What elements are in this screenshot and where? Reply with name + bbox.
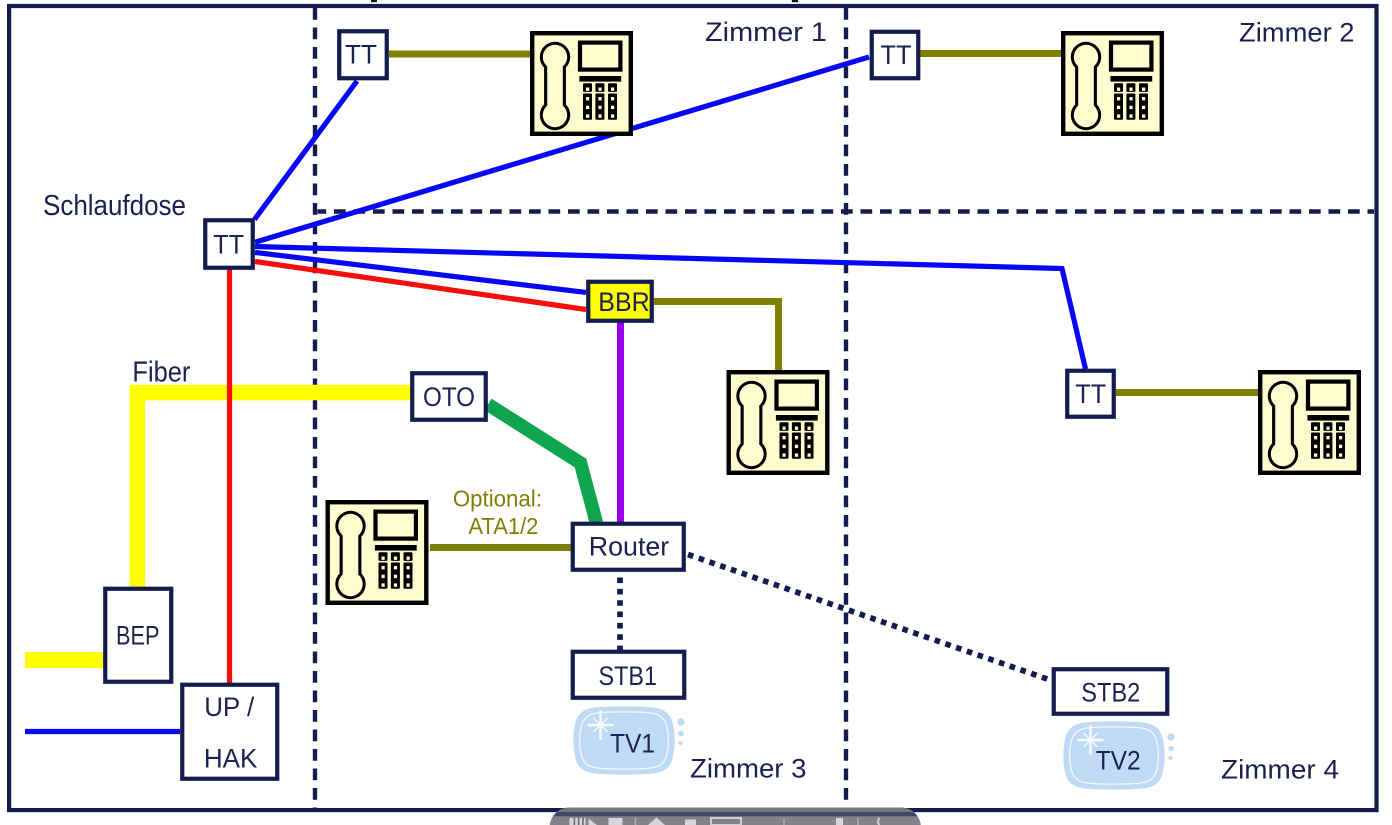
svg-text:BEP: BEP xyxy=(116,620,160,650)
svg-text:STB2: STB2 xyxy=(1081,678,1140,708)
svg-text:Zimmer 1: Zimmer 1 xyxy=(705,17,827,47)
svg-text:BBR: BBR xyxy=(598,287,650,317)
svg-text:TT: TT xyxy=(345,40,377,70)
svg-text:TT: TT xyxy=(881,40,912,70)
svg-text:UP /: UP / xyxy=(204,692,254,722)
svg-text:Zimmer 3: Zimmer 3 xyxy=(690,754,807,784)
svg-text:ATA1/2: ATA1/2 xyxy=(468,513,538,539)
svg-text:TV1: TV1 xyxy=(610,729,655,759)
svg-text:STB1: STB1 xyxy=(599,661,658,691)
svg-text:Router: Router xyxy=(589,532,670,562)
svg-text:Zimmer 4: Zimmer 4 xyxy=(1221,755,1339,785)
svg-text:TT: TT xyxy=(213,229,244,259)
svg-text:TV2: TV2 xyxy=(1096,746,1141,776)
svg-text:OTO: OTO xyxy=(423,382,475,412)
svg-text:Schlaufdose: Schlaufdose xyxy=(43,190,186,222)
svg-text:HAK: HAK xyxy=(204,744,258,774)
svg-text:Fiber: Fiber xyxy=(132,357,190,389)
svg-text:Zimmer 2: Zimmer 2 xyxy=(1239,18,1355,48)
svg-text:Optional:: Optional: xyxy=(453,486,542,512)
svg-text:TT: TT xyxy=(1075,379,1106,409)
